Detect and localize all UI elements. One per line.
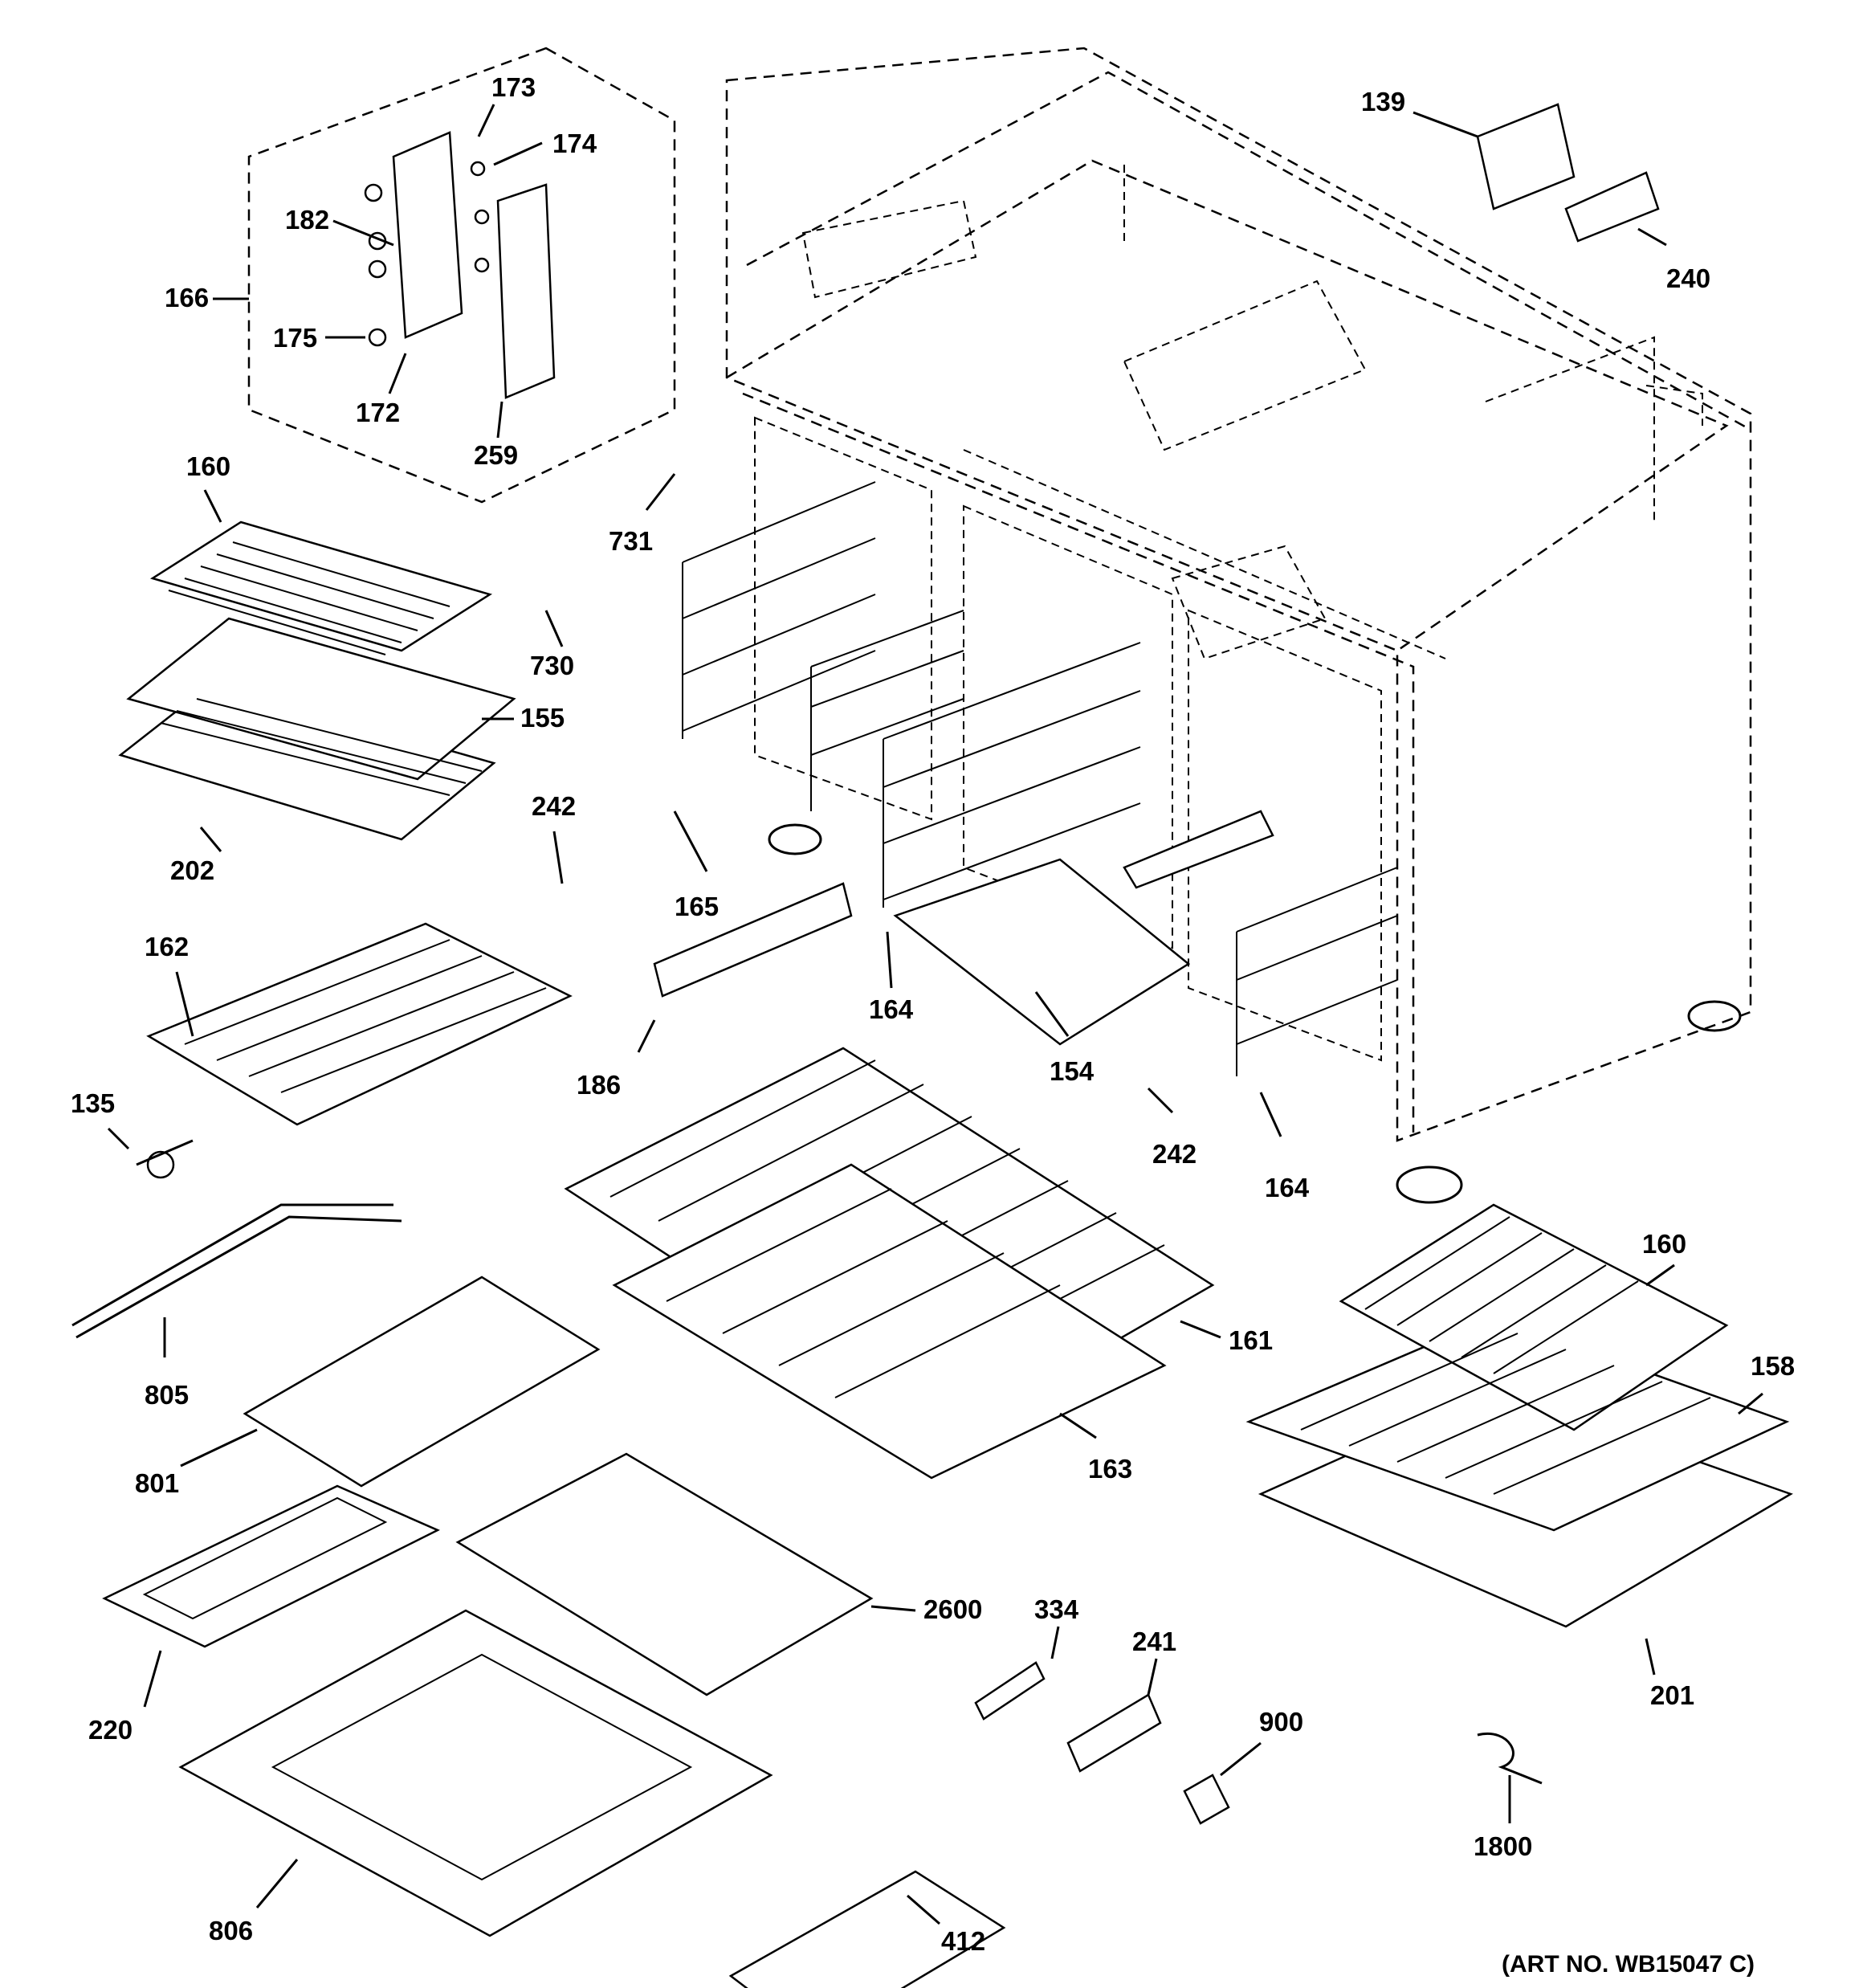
- lower-left-parts: [71, 1139, 402, 1339]
- igniter-top: [1476, 103, 1660, 243]
- label-801: 801: [135, 1468, 179, 1498]
- label-900: 900: [1259, 1707, 1303, 1737]
- label-805: 805: [145, 1380, 189, 1410]
- oven-cabinet: [725, 47, 1752, 1204]
- label-412: 412: [941, 1926, 985, 1956]
- label-161: 161: [1229, 1325, 1273, 1355]
- rack-supports: [682, 481, 1398, 1076]
- label-1800: 1800: [1474, 1831, 1532, 1861]
- small-bottom-parts: [728, 1661, 1543, 1988]
- label-242-top: 242: [532, 791, 576, 821]
- part-labels: 173 174 182 166 175 172 259 160 139 240 …: [71, 72, 1795, 1978]
- label-135: 135: [71, 1088, 115, 1118]
- label-160-left: 160: [186, 451, 230, 481]
- leader-lines: [107, 104, 1763, 1925]
- broiler-set-left: [118, 520, 516, 841]
- label-164-center: 164: [869, 994, 914, 1024]
- label-154: 154: [1050, 1056, 1095, 1086]
- label-186: 186: [577, 1070, 621, 1100]
- label-163: 163: [1088, 1454, 1132, 1484]
- label-731: 731: [609, 526, 653, 556]
- label-155: 155: [520, 703, 565, 733]
- label-182: 182: [285, 205, 329, 235]
- oven-racks: [146, 922, 1215, 1480]
- label-334: 334: [1034, 1594, 1079, 1624]
- label-139: 139: [1361, 87, 1405, 116]
- label-806: 806: [209, 1916, 253, 1945]
- burners: [653, 810, 1274, 1046]
- label-259: 259: [474, 440, 518, 470]
- label-162: 162: [145, 932, 189, 961]
- label-2600: 2600: [923, 1594, 982, 1624]
- label-242-bottom: 242: [1152, 1139, 1196, 1169]
- label-174: 174: [552, 129, 597, 158]
- label-241: 241: [1132, 1627, 1176, 1656]
- label-164-right: 164: [1265, 1173, 1310, 1202]
- art-number: (ART NO. WB15047 C): [1502, 1951, 1755, 1978]
- label-202: 202: [170, 855, 214, 885]
- label-160-right: 160: [1642, 1229, 1686, 1259]
- broiler-set-right: [1245, 1203, 1793, 1628]
- label-220: 220: [88, 1715, 132, 1745]
- label-173: 173: [491, 72, 536, 102]
- label-175: 175: [273, 323, 317, 353]
- label-166: 166: [165, 283, 209, 312]
- label-730: 730: [530, 651, 574, 680]
- control-panel-group: [247, 47, 676, 504]
- label-172: 172: [356, 398, 400, 427]
- bottom-panels: [102, 1276, 874, 1937]
- label-165: 165: [675, 892, 719, 921]
- label-158: 158: [1751, 1351, 1795, 1381]
- label-201: 201: [1650, 1680, 1694, 1710]
- label-240: 240: [1666, 263, 1710, 293]
